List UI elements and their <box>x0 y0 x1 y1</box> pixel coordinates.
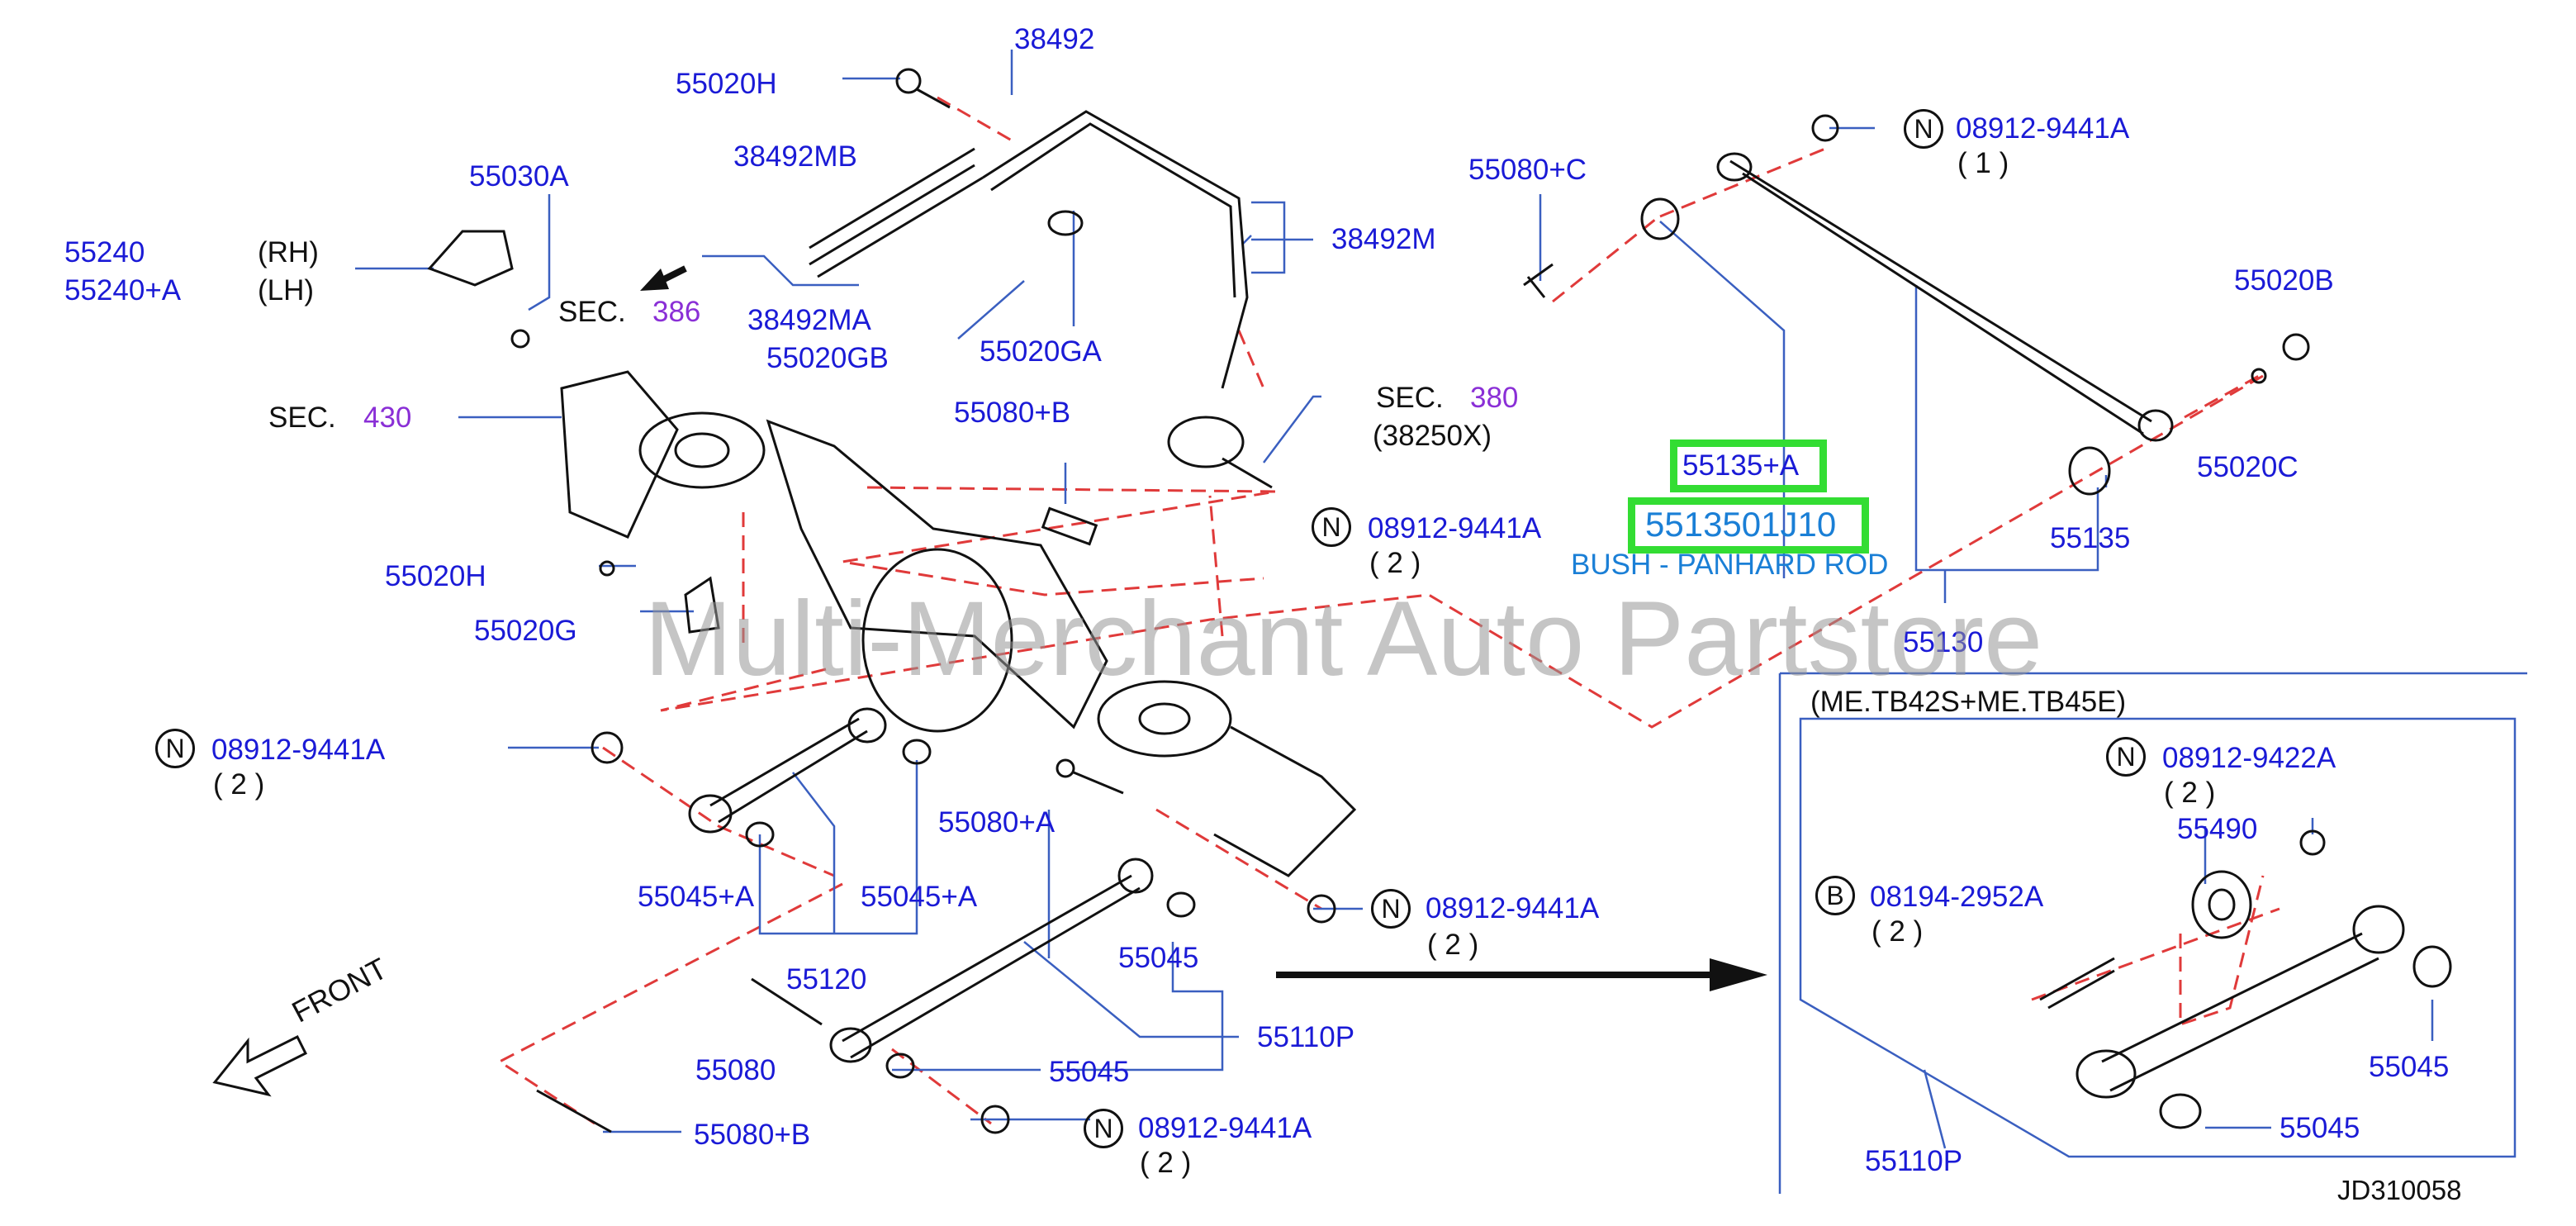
label-38492ma: 38492MA <box>747 304 871 336</box>
marker-n-inset: N <box>2106 737 2146 777</box>
label-08912-9441a-mid: 08912-9441A <box>1368 512 1542 544</box>
label-55135a: 55135+A <box>1682 449 1800 482</box>
marker-n-mid: N <box>1312 507 1351 547</box>
label-qty-2-bottom: ( 2 ) <box>1140 1147 1192 1179</box>
label-55120: 55120 <box>786 963 867 996</box>
label-38492mb: 38492MB <box>733 140 857 173</box>
label-55020c: 55020C <box>2197 451 2298 483</box>
label-qty-2-inset-n: ( 2 ) <box>2164 777 2216 809</box>
label-55020g: 55020G <box>474 615 577 647</box>
label-sec-word-2: SEC. <box>268 402 336 434</box>
label-bush-panhard-rod: BUSH - PANHARD ROD <box>1571 549 1889 581</box>
label-55020h-top: 55020H <box>676 68 777 100</box>
label-55020gb: 55020GB <box>766 342 889 374</box>
label-55110p-inset: 55110P <box>1865 1145 1963 1177</box>
marker-n-bottom: N <box>1084 1109 1123 1148</box>
label-rh: (RH) <box>258 236 319 268</box>
label-08912-9441a-left: 08912-9441A <box>211 734 386 766</box>
label-qty-2-mid: ( 2 ) <box>1369 547 1421 579</box>
label-55130: 55130 <box>1903 626 1984 658</box>
marker-n-top: N <box>1904 109 1943 149</box>
label-sec-word-1: SEC. <box>558 296 626 328</box>
label-55045a-right: 55045+A <box>861 881 978 913</box>
label-55080b-mid: 55080+B <box>954 397 1071 429</box>
label-qty-1-top: ( 1 ) <box>1957 147 2009 179</box>
label-55045-inset-right: 55045 <box>2369 1051 2450 1083</box>
dashed-assembly-lines <box>497 96 2280 1125</box>
label-qty-2-inset-b: ( 2 ) <box>1872 915 1924 948</box>
label-55045a-left: 55045+A <box>638 881 755 913</box>
marker-b-inset: B <box>1815 876 1855 915</box>
label-55045-mid: 55045 <box>1118 942 1199 974</box>
diagram-code: JD310058 <box>2337 1175 2462 1205</box>
label-55045-low: 55045 <box>1049 1056 1130 1088</box>
marker-n-left: N <box>155 729 195 768</box>
label-55020b: 55020B <box>2234 264 2334 297</box>
label-sec-430: 430 <box>363 402 412 434</box>
label-inset-title: (ME.TB42S+ME.TB45E) <box>1810 686 2127 718</box>
highlight-box-55135a <box>1670 440 1827 492</box>
label-55080b-low: 55080+B <box>694 1119 811 1151</box>
label-08912-9441a-top: 08912-9441A <box>1956 112 2130 145</box>
label-sec-386: 386 <box>652 296 701 328</box>
label-qty-2-left: ( 2 ) <box>213 768 265 801</box>
parts-sketch <box>212 68 2452 1134</box>
pointer-arrows <box>640 265 1767 991</box>
leader-lines <box>355 50 2527 1194</box>
label-08912-9441a-bottom: 08912-9441A <box>1138 1112 1312 1144</box>
label-55080a: 55080+A <box>938 806 1056 839</box>
label-55240: 55240 <box>64 236 145 268</box>
label-55135: 55135 <box>2050 522 2131 554</box>
label-5513501j10[interactable]: 5513501J10 <box>1645 505 1837 544</box>
highlight-box-5513501j10 <box>1628 497 1869 554</box>
label-sec-word-3: SEC. <box>1376 382 1444 414</box>
label-55110p: 55110P <box>1257 1021 1355 1053</box>
label-08912-9422a: 08912-9422A <box>2162 742 2336 774</box>
label-38492: 38492 <box>1014 23 1095 55</box>
label-55240a: 55240+A <box>64 274 182 306</box>
label-sec-380: 380 <box>1470 382 1519 414</box>
marker-n-low: N <box>1371 889 1411 929</box>
label-55020ga: 55020GA <box>980 335 1102 368</box>
label-38492m: 38492M <box>1331 223 1436 255</box>
label-55020h-mid: 55020H <box>385 560 486 592</box>
label-55045-inset-bottom: 55045 <box>2279 1112 2360 1144</box>
watermark: Multi-Merchant Auto Partstore <box>644 580 2043 698</box>
label-55030a: 55030A <box>469 160 569 192</box>
label-55080: 55080 <box>695 1054 776 1086</box>
label-qty-2-low: ( 2 ) <box>1427 929 1479 961</box>
label-55490: 55490 <box>2177 813 2258 845</box>
label-lh: (LH) <box>258 274 315 306</box>
label-38250x: (38250X) <box>1373 420 1492 452</box>
label-08194-2952a: 08194-2952A <box>1870 881 2044 913</box>
label-08912-9441a-low: 08912-9441A <box>1426 892 1600 924</box>
label-55080c: 55080+C <box>1468 154 1587 186</box>
